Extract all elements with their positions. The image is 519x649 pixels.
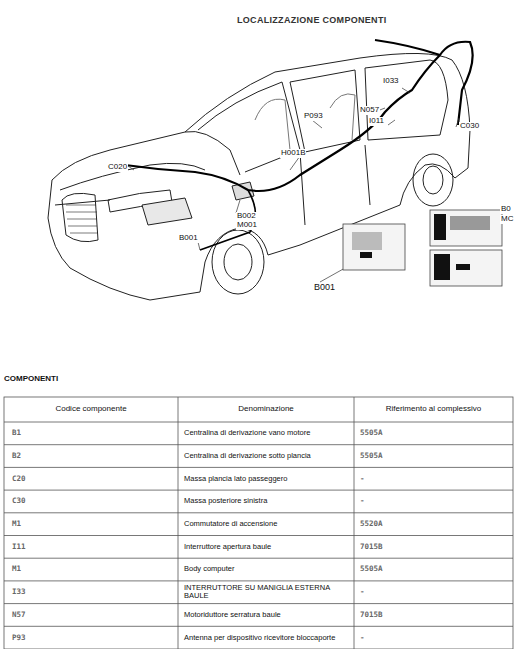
front-wheel (212, 230, 264, 294)
component-code: M1 (12, 565, 21, 573)
rear-wheel (413, 154, 453, 206)
section-heading: COMPONENTI (4, 375, 58, 384)
windshield (198, 82, 300, 172)
grille-bars (66, 205, 97, 233)
table-cell: Commutatore di accensione (184, 520, 352, 528)
component-code: C20 (12, 475, 26, 483)
table-cell: Centralina di derivazione sotto plancia (184, 452, 352, 460)
table-cell: Motoriduttore serratura baule (184, 611, 352, 619)
assembly-ref: 5505A (360, 565, 383, 573)
assembly-ref: 5505A (360, 452, 383, 460)
table-cell: Massa posteriore sinistra (184, 497, 352, 505)
assembly-ref: 7015B (360, 611, 383, 619)
table-cell: Interruttore apertura baule (184, 543, 352, 551)
callout-label: H001B (280, 149, 306, 158)
component-code: P93 (12, 634, 26, 642)
component-code: I33 (12, 588, 26, 596)
component-code: N57 (12, 611, 26, 619)
callout-label: B002 (236, 212, 257, 221)
callout-label: B0 (500, 205, 512, 214)
table-cell: Antenna per dispositivo ricevitore blocc… (184, 634, 352, 642)
callout-label: M001 (236, 221, 258, 230)
callout-label: C020 (107, 163, 128, 172)
component-code: B2 (12, 452, 21, 460)
component-code: I11 (12, 543, 26, 551)
a-pillar (185, 131, 240, 175)
antenna-harness (375, 40, 440, 55)
callout-label: C030 (459, 122, 480, 131)
table-grid (4, 397, 513, 649)
assembly-ref: - (360, 588, 365, 596)
inset-frames (343, 210, 502, 286)
front-rim (224, 244, 252, 280)
grille (62, 193, 98, 241)
fuse-box (142, 198, 192, 225)
component-code: B1 (12, 429, 21, 437)
callout-label: P093 (303, 112, 324, 121)
assembly-ref: - (360, 497, 365, 505)
assembly-ref: 7015B (360, 543, 383, 551)
table-cell: Body computer (184, 565, 352, 573)
table-cell: Massa plancia lato passeggero (184, 475, 352, 483)
car-body (48, 53, 470, 300)
diagram-title: LOCALIZZAZIONE COMPONENTI (237, 16, 387, 26)
component-code: M1 (12, 520, 21, 528)
assembly-ref: 5505A (360, 429, 383, 437)
doors (300, 145, 370, 225)
component-code: C30 (12, 497, 26, 505)
table-cell: INTERRUTTORE SU MANIGLIA ESTERNA BAULE (184, 584, 352, 601)
wiring-harness (125, 42, 473, 191)
assembly-ref: - (360, 634, 365, 642)
callout-label: MC (500, 215, 514, 224)
callout-label: B001 (313, 283, 336, 293)
assembly-ref: - (360, 475, 365, 483)
callout-label: N057 (359, 106, 380, 115)
callout-label: I011 (368, 117, 385, 126)
table-header: Riferimento al complessivo (354, 405, 513, 414)
callout-label: I033 (382, 77, 400, 86)
assembly-ref: 5520A (360, 520, 383, 528)
table-header: Denominazione (178, 405, 354, 414)
rear-rim (423, 166, 443, 194)
table-cell: Centralina di derivazione vano motore (184, 429, 352, 437)
seats (255, 94, 355, 150)
callout-label: B001 (178, 234, 199, 243)
table-header: Codice componente (4, 405, 178, 414)
